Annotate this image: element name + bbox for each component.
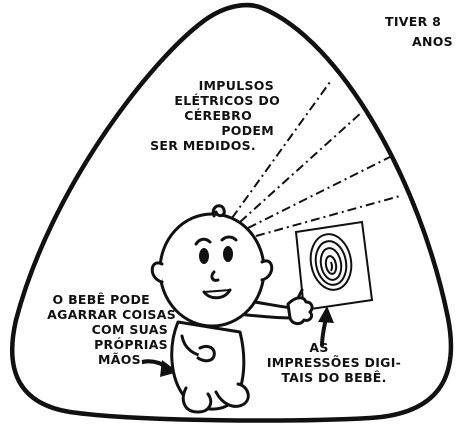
brain-impulses-caption: IMPULSOS ELÉTRICOS DO CÉREBRO PODEM SER … [148,78,280,153]
header-line-2: ANOS [412,34,453,49]
brain-caption-line: IMPULSOS [198,78,274,93]
brain-caption-line: PODEM [221,123,274,138]
hands-caption-line: O BEBÊ PODE [52,292,150,307]
triangular-frame [10,2,454,423]
fingerprint-card [294,220,374,312]
fingerprint-caption-line: IMPRESSÕES DIGI- [266,355,402,370]
baby-illustration [150,204,314,414]
fingerprint-caption-line: TAIS DO BEBÊ. [281,370,387,385]
brain-impulse-lines [231,81,401,237]
fingerprint-caption-line: AS [309,340,329,355]
fingerprint-caption: AS IMPRESSÕES DIGI- TAIS DO BEBÊ. [264,340,404,385]
hands-caption-line: MÃOS. [98,352,146,367]
header-line-1: TIVER 8 [385,14,442,29]
hands-caption-line: COM SUAS [91,322,168,337]
brain-caption-line: ELÉTRICOS DO [174,93,280,108]
brain-caption-line: CÉREBRO [184,108,252,123]
brain-caption-line: SER MEDIDOS. [150,138,256,153]
fingerprint-icon [309,233,353,291]
hands-caption-line: AGARRAR COISAS [47,307,176,322]
baby-eyes [199,246,233,264]
arrow-to-fingerprint-icon [318,306,334,347]
hands-caption: O BEBÊ PODE AGARRAR COISAS COM SUAS PRÓP… [34,292,176,367]
hands-caption-line: PRÓPRIAS [94,337,168,352]
